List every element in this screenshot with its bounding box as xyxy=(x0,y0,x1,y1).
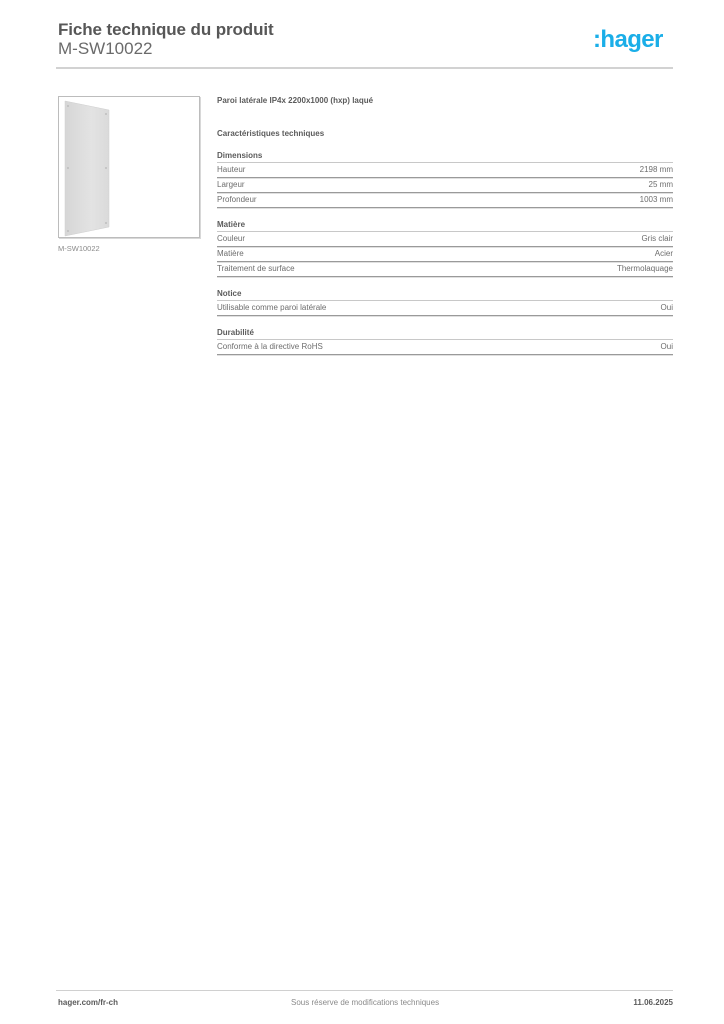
page-title: Fiche technique du produit xyxy=(58,20,274,39)
spec-row: Largeur 25 mm xyxy=(217,178,673,193)
spec-value: Gris clair xyxy=(641,234,673,243)
footer-divider xyxy=(56,990,673,991)
spec-label: Profondeur xyxy=(217,195,257,204)
product-reference: M-SW10022 xyxy=(58,39,153,58)
spec-value: Acier xyxy=(654,249,673,258)
spec-value: 2198 mm xyxy=(639,165,673,174)
spec-group-notice: Notice Utilisable comme paroi latérale O… xyxy=(217,287,673,316)
spec-label: Traitement de surface xyxy=(217,264,295,273)
image-caption: M-SW10022 xyxy=(58,244,100,253)
spec-content: Paroi latérale IP4x 2200x1000 (hxp) laqu… xyxy=(217,92,673,365)
spec-row: Traitement de surface Thermolaquage xyxy=(217,262,673,277)
spec-label: Utilisable comme paroi latérale xyxy=(217,303,327,312)
spec-label: Hauteur xyxy=(217,165,246,174)
product-image xyxy=(58,96,200,238)
spec-row: Conforme à la directive RoHS Oui xyxy=(217,340,673,355)
spec-group-durability: Durabilité Conforme à la directive RoHS … xyxy=(217,326,673,355)
product-name: Paroi latérale IP4x 2200x1000 (hxp) laqu… xyxy=(217,96,374,105)
specs-heading: Caractéristiques techniques xyxy=(217,129,325,138)
spec-row: Profondeur 1003 mm xyxy=(217,193,673,208)
group-title: Durabilité xyxy=(217,326,673,340)
spec-row: Couleur Gris clair xyxy=(217,232,673,247)
spec-label: Matière xyxy=(217,249,244,258)
side-panel-icon xyxy=(64,100,110,237)
spec-row: Hauteur 2198 mm xyxy=(217,163,673,178)
group-title: Dimensions xyxy=(217,149,673,163)
spec-value: Thermolaquage xyxy=(616,264,673,273)
spec-value: Oui xyxy=(660,342,673,351)
spec-row: Utilisable comme paroi latérale Oui xyxy=(217,301,673,316)
hager-logo: :hager xyxy=(593,26,663,53)
spec-row: Matière Acier xyxy=(217,247,673,262)
spec-value: Oui xyxy=(660,303,673,312)
group-title: Matière xyxy=(217,218,673,232)
spec-value: 1003 mm xyxy=(639,195,673,204)
spec-label: Largeur xyxy=(217,180,245,189)
website-link[interactable]: hager.com/fr-ch xyxy=(58,998,119,1007)
spec-value: 25 mm xyxy=(648,180,673,189)
spec-label: Conforme à la directive RoHS xyxy=(217,342,323,351)
document-date: 11.06.2025 xyxy=(633,998,673,1007)
header-divider xyxy=(56,67,673,69)
disclaimer: Sous réserve de modifications techniques xyxy=(291,998,440,1007)
spec-label: Couleur xyxy=(217,234,246,243)
spec-group-dimensions: Dimensions Hauteur 2198 mm Largeur 25 mm… xyxy=(217,149,673,208)
group-title: Notice xyxy=(217,287,673,301)
spec-group-material: Matière Couleur Gris clair Matière Acier… xyxy=(217,218,673,277)
